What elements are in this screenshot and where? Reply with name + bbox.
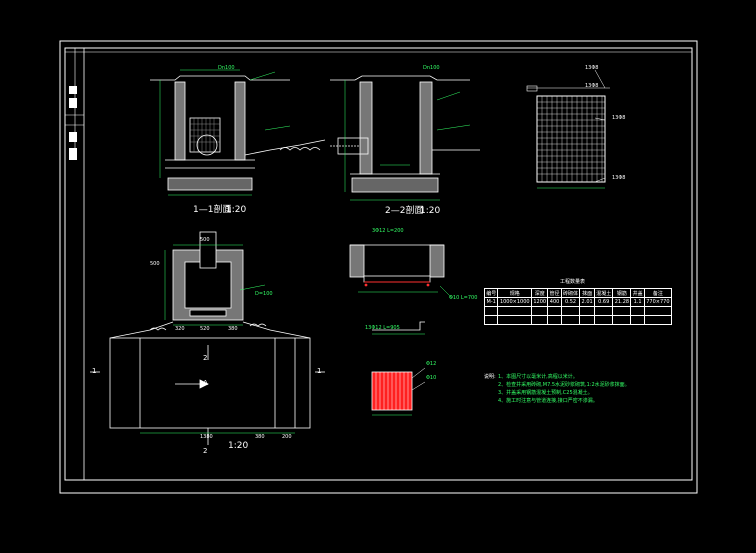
table-cell: 1200	[531, 297, 549, 307]
table-header-cell: 抹面	[579, 288, 595, 298]
table-cell: 1.1	[630, 297, 645, 307]
section-1-1-title: 1—1剖面	[193, 205, 232, 215]
axis-1-left: 1	[92, 367, 97, 375]
outer-frame	[59, 40, 698, 494]
dim-a: Dn100	[218, 65, 235, 71]
axis-1-right: 1	[317, 367, 322, 375]
table-header-cell: 砖砌体	[560, 288, 581, 298]
table-cell	[630, 315, 645, 325]
table-header-cell: 规格	[497, 288, 533, 298]
axis-2-top: 2	[203, 354, 208, 362]
plan-dim-1: 1380	[200, 434, 213, 440]
table-cell	[643, 306, 673, 316]
section-1-1-scale: 1:20	[226, 205, 247, 215]
section-1-1-drawing	[150, 69, 326, 196]
table-cell	[560, 306, 581, 316]
rebar-2: 13Φ12 L=905	[365, 325, 400, 331]
note-2: 2、检查井采用砖砌,M7.5水泥砂浆砌筑,1:2水泥砂浆抹面。	[498, 382, 630, 388]
mesh-label-1: 13Φ8	[585, 65, 599, 71]
axis-2-bottom: 2	[203, 447, 208, 455]
table-cell: 400	[547, 297, 562, 307]
table-header-cell: 钢筋	[612, 288, 632, 298]
table-title: 工程数量表	[560, 279, 586, 285]
table-cell	[593, 315, 614, 325]
table-cell	[497, 315, 533, 325]
note-1: 1、本图尺寸以毫米计,高程以米计。	[498, 374, 578, 380]
table-cell: 770×770	[643, 297, 673, 307]
arrow-label: A	[203, 379, 208, 387]
notes-label: 说明:	[484, 374, 496, 380]
plan-dim-5: 500	[200, 237, 210, 243]
table-cell: 1000×1000	[497, 297, 533, 307]
table-cell: 0.52	[560, 297, 581, 307]
plan-view-scale: 1:20	[228, 441, 249, 451]
dim-c: D=100	[255, 291, 273, 297]
table-cell	[547, 315, 562, 325]
table-cell: 0.69	[593, 297, 614, 307]
table-cell	[643, 315, 673, 325]
rebar-1: 3Φ12 L=200	[372, 228, 404, 234]
table-cell	[579, 315, 595, 325]
table-cell	[483, 315, 499, 325]
table-header-cell: 管径	[547, 288, 562, 298]
table-cell: 21.28	[612, 297, 632, 307]
table-header-cell: 混凝土	[593, 288, 614, 298]
plan-dim-4: 500	[150, 261, 160, 267]
table-cell	[612, 315, 632, 325]
table-cell	[531, 315, 549, 325]
table-cell	[612, 306, 632, 316]
plan-dim-7: 520	[200, 326, 210, 332]
section-2-2-drawing	[330, 75, 480, 201]
table-cell	[579, 306, 595, 316]
table-row	[483, 306, 673, 316]
table-cell	[560, 315, 581, 325]
plan-dim-8: 380	[228, 326, 238, 332]
table-cell	[630, 306, 645, 316]
section-2-2-scale: 1:20	[420, 206, 441, 216]
table-cell	[497, 306, 533, 316]
note-3: 3、井盖采用钢筋混凝土预制,C25混凝土。	[498, 390, 593, 396]
cover-mesh-drawing	[526, 69, 610, 189]
table-cell	[483, 306, 499, 316]
table-cell	[531, 306, 549, 316]
table-header-cell: 备注	[643, 288, 673, 298]
mesh-label-2: 13Φ8	[585, 83, 599, 89]
plan-view-drawing	[90, 231, 325, 445]
table-header-cell: 编号	[483, 288, 499, 298]
dim-b: Dn100	[423, 65, 440, 71]
rebar-grid-drawing	[371, 367, 426, 416]
note-4: 4、施工时注意与管道连接,接口严密不渗漏。	[498, 398, 598, 404]
table-header-row: 编号规格深度管径砖砌体抹面混凝土钢筋井盖备注	[483, 288, 673, 298]
mesh-label-3: 13Φ8	[612, 115, 626, 121]
plan-dim-6: 320	[175, 326, 185, 332]
rebar-4: Φ10	[426, 375, 437, 381]
rebar-3: Φ12	[426, 361, 437, 367]
beam-detail-drawing	[349, 244, 453, 335]
table-cell: M-1	[483, 297, 499, 307]
plan-dim-2: 380	[255, 434, 265, 440]
table-header-cell: 深度	[531, 288, 549, 298]
table-cell: 2.01	[579, 297, 595, 307]
title-block	[64, 47, 85, 481]
mesh-label-4: 13Φ8	[612, 175, 626, 181]
plan-dim-3: 200	[282, 434, 292, 440]
section-2-2-title: 2—2剖面	[385, 206, 424, 216]
table-header-cell: 井盖	[630, 288, 645, 298]
table-row	[483, 315, 673, 325]
table-cell	[593, 306, 614, 316]
table-cell	[547, 306, 562, 316]
rebar-5: Φ10 L=700	[449, 295, 478, 301]
